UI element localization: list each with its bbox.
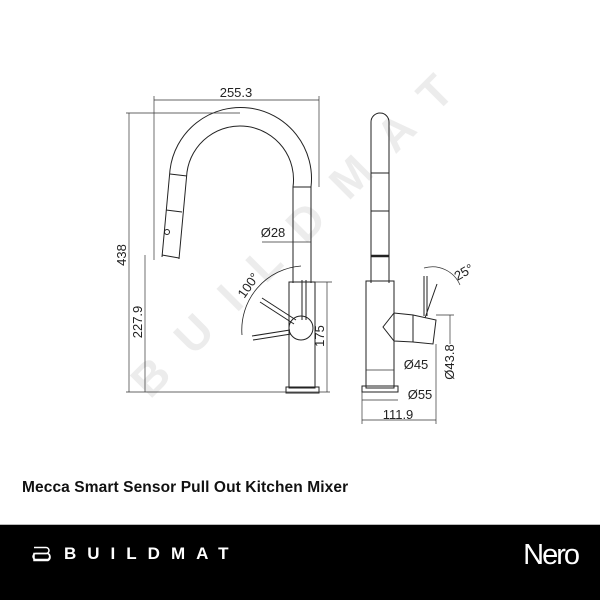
- side-dimensions: [361, 266, 461, 424]
- dim-overall-height: 438: [114, 244, 129, 266]
- side-view: [361, 112, 438, 393]
- dim-overall-width: 255.3: [220, 85, 253, 100]
- dim-side-lever-angle: 25°: [451, 261, 476, 284]
- dim-body-height: 175: [312, 325, 327, 347]
- buildmat-logo-icon: [32, 546, 51, 562]
- product-title: Mecca Smart Sensor Pull Out Kitchen Mixe…: [22, 479, 349, 496]
- footer-bar: BUILDMAT Nero: [0, 525, 600, 600]
- front-view: [161, 107, 320, 394]
- dim-outlet-height: 227.9: [130, 306, 145, 339]
- dim-body-diameter: Ø45: [404, 357, 429, 372]
- dim-side-depth: 111.9: [383, 407, 414, 422]
- front-dimensions: [126, 96, 332, 393]
- dim-spout-diameter: Ø28: [261, 225, 286, 240]
- buildmat-wordmark: BUILDMAT: [64, 544, 240, 563]
- nero-logo[interactable]: Nero: [523, 539, 580, 571]
- dim-base-diameter: Ø55: [408, 387, 433, 402]
- svg-text:BUILDMAT: BUILDMAT: [120, 44, 483, 407]
- watermark: BUILDMAT: [120, 44, 483, 407]
- buildmat-brand[interactable]: BUILDMAT: [32, 544, 240, 564]
- divider: [0, 524, 600, 525]
- dim-handle-diameter: Ø43.8: [442, 344, 457, 379]
- technical-drawing: BUILDMAT 2: [114, 44, 483, 424]
